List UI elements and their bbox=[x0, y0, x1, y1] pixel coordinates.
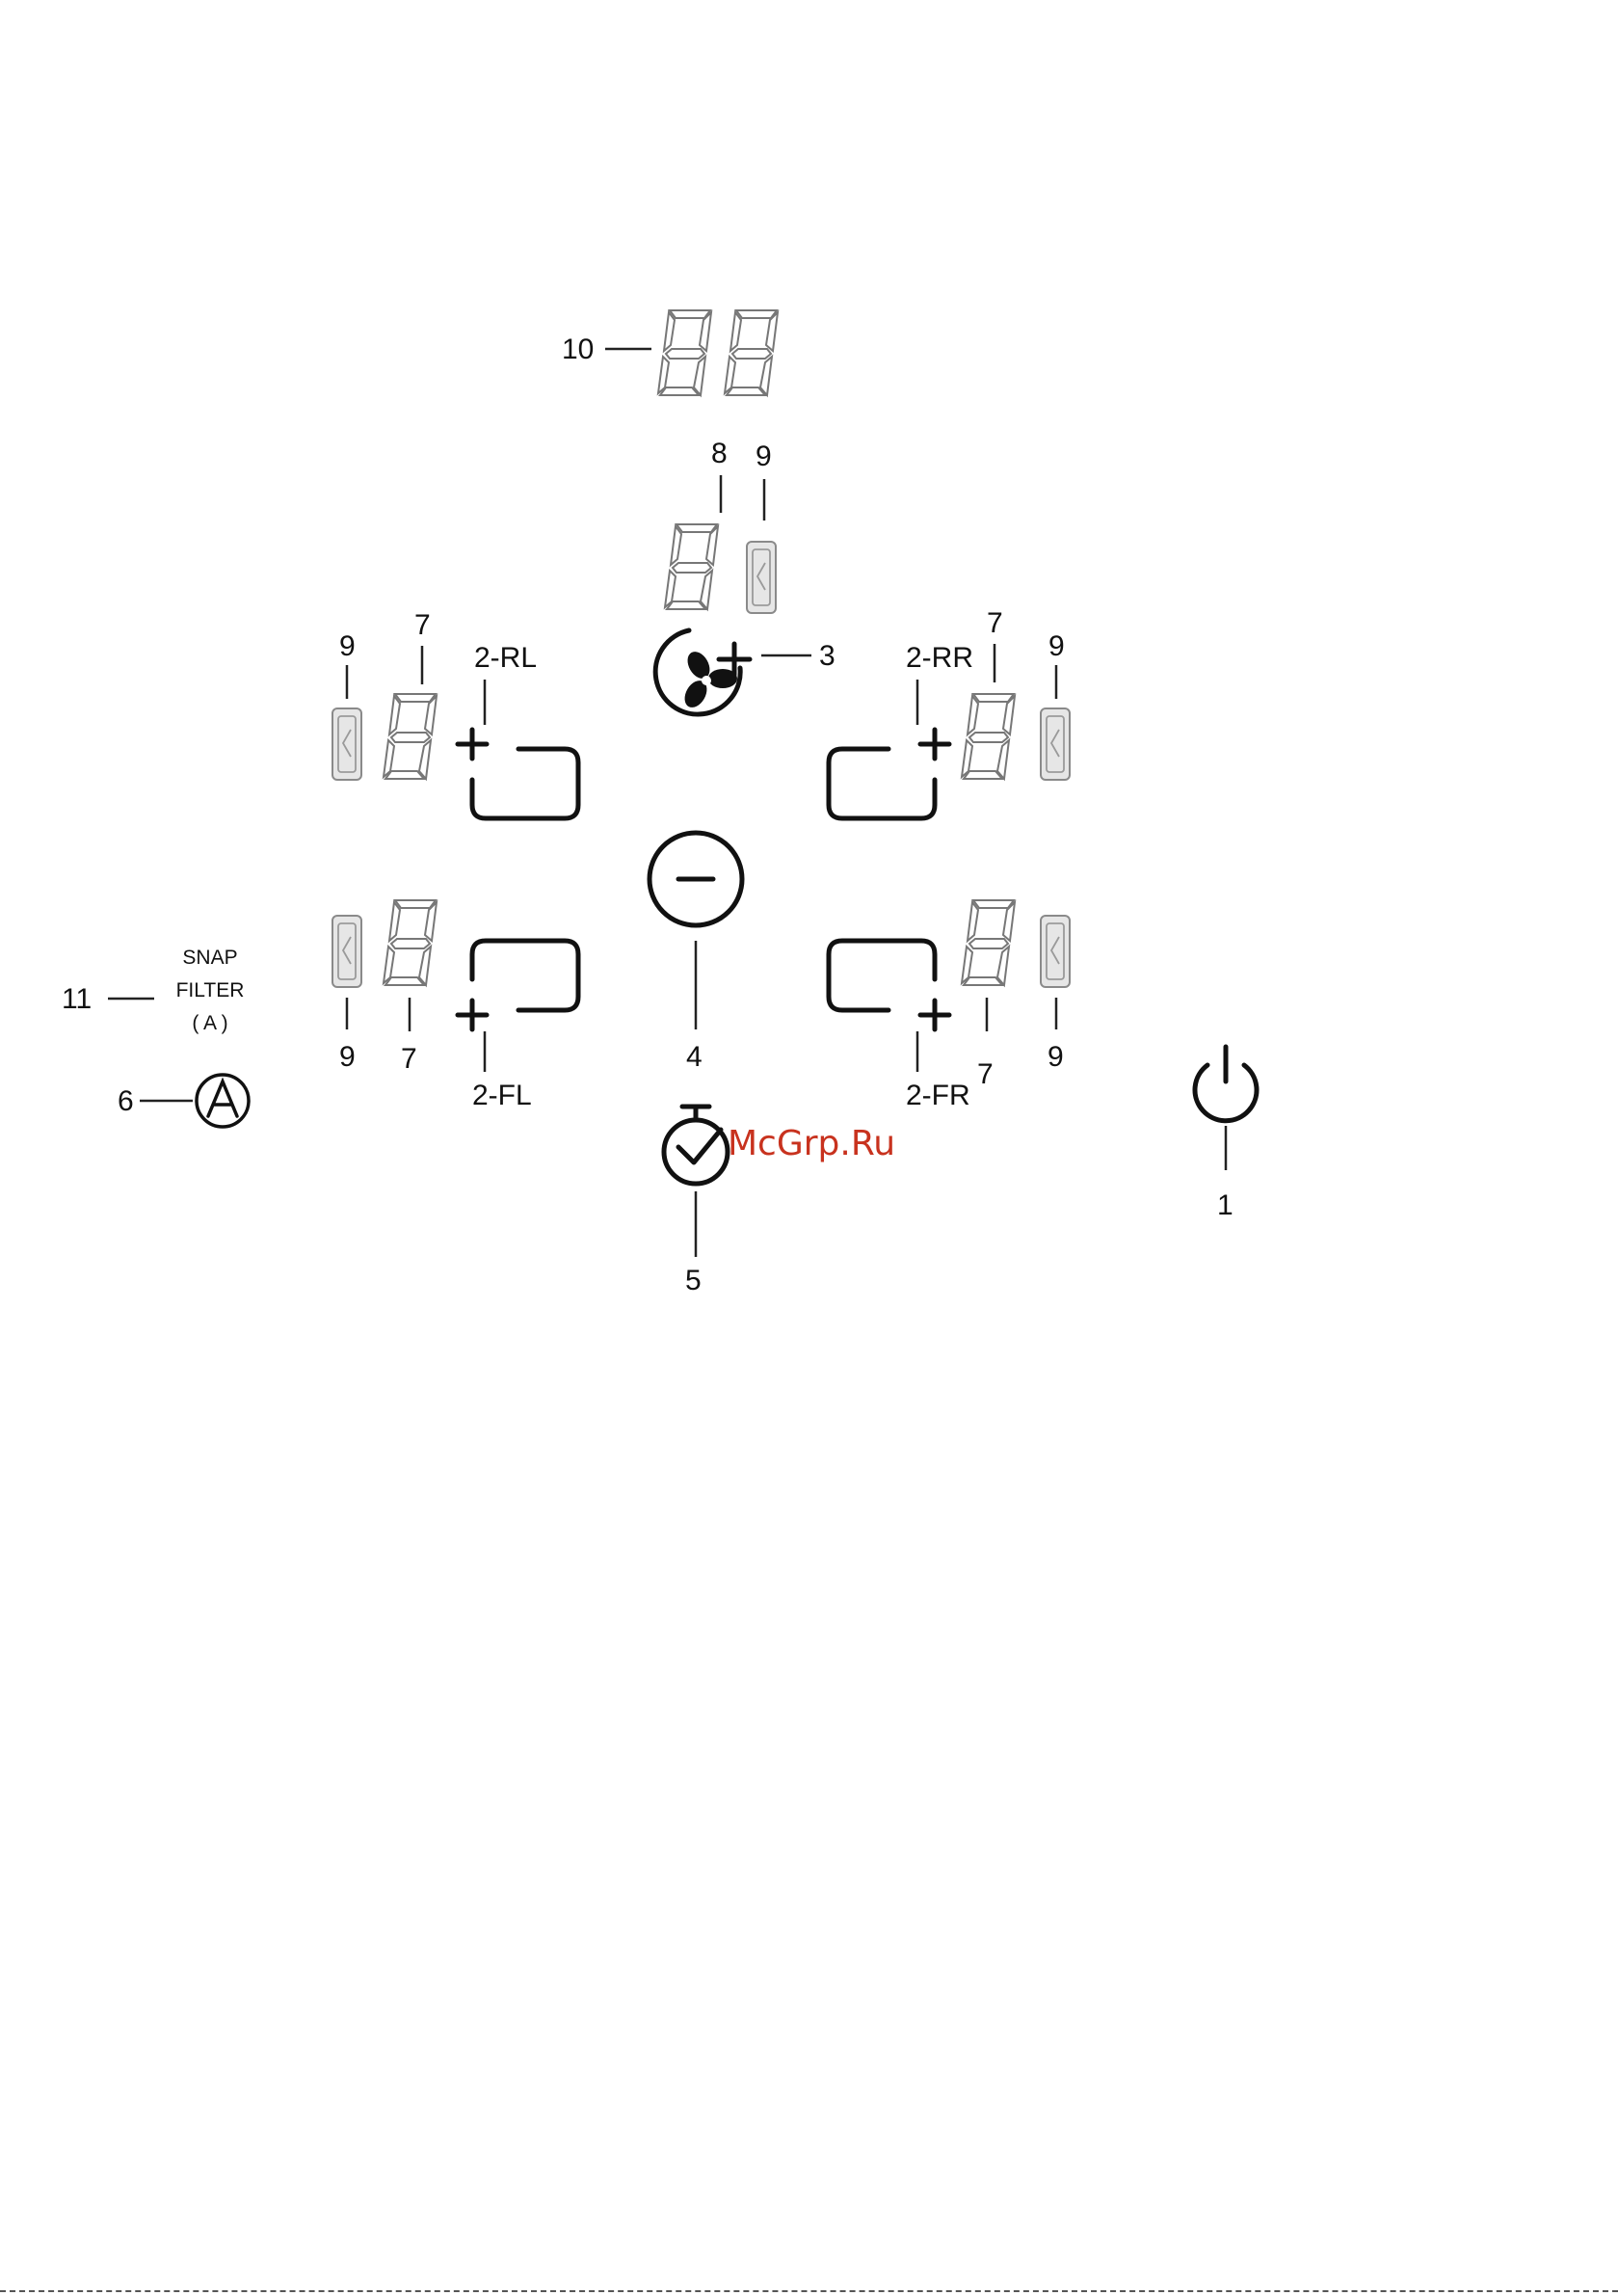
seven-segment-digit-icon bbox=[962, 694, 1015, 779]
callout-7: 7 bbox=[987, 607, 1003, 639]
seven-segment-digit-icon bbox=[962, 900, 1015, 985]
zone-rear-right: 2-RR 7 9 bbox=[829, 607, 1070, 818]
zone-key-front-right[interactable] bbox=[829, 941, 949, 1029]
residual-heat-icon bbox=[1041, 708, 1070, 780]
seven-segment-digit-icon bbox=[658, 310, 711, 395]
residual-heat-icon bbox=[1041, 916, 1070, 987]
zone-front-right: 2-FR 7 9 bbox=[829, 900, 1070, 1111]
seven-segment-digit-icon bbox=[384, 694, 437, 779]
residual-heat-icon bbox=[747, 542, 776, 613]
zone-label-fl: 2-FL bbox=[472, 1080, 532, 1111]
power-key[interactable] bbox=[1195, 1047, 1257, 1121]
timer-check bbox=[678, 1130, 721, 1162]
zone-key-rear-left[interactable] bbox=[458, 730, 578, 818]
callout-1: 1 bbox=[1217, 1189, 1233, 1221]
fan-plus-key[interactable] bbox=[655, 630, 750, 714]
watermark: McGrp.Ru bbox=[728, 1124, 895, 1163]
residual-heat-icon bbox=[332, 916, 361, 987]
callout-7: 7 bbox=[977, 1058, 994, 1090]
callout-3: 3 bbox=[819, 640, 836, 672]
callout-9: 9 bbox=[1048, 1041, 1064, 1073]
page-bottom-rule bbox=[0, 2290, 1618, 2292]
residual-heat-icon bbox=[332, 708, 361, 780]
snap-filter-line3: ( A ) bbox=[192, 1012, 227, 1034]
callout-7: 7 bbox=[401, 1043, 417, 1075]
zone-rear-left: 9 7 2-RL bbox=[332, 609, 578, 818]
zone-front-left: 9 7 2-FL bbox=[332, 900, 578, 1111]
callout-9: 9 bbox=[756, 441, 772, 472]
callout-11: 11 bbox=[62, 983, 92, 1015]
seven-segment-digit-icon bbox=[384, 900, 437, 985]
zone-label-fr: 2-FR bbox=[906, 1080, 970, 1111]
zone-label-rl: 2-RL bbox=[474, 642, 537, 674]
snap-filter-line1: SNAP bbox=[182, 947, 237, 969]
callout-9: 9 bbox=[339, 630, 356, 662]
auto-key[interactable]: 6 bbox=[118, 1075, 249, 1127]
zone-key-rear-right[interactable] bbox=[829, 730, 949, 818]
snap-filter-line2: FILTER bbox=[176, 979, 245, 1001]
callout-5: 5 bbox=[685, 1265, 702, 1296]
main-display-group: 10 bbox=[562, 310, 778, 395]
seven-segment-digit-icon bbox=[665, 524, 718, 609]
auto-a-letter bbox=[208, 1081, 237, 1116]
callout-10: 10 bbox=[562, 334, 594, 365]
snap-filter-indicator: 11 SNAP FILTER ( A ) bbox=[62, 947, 244, 1034]
callout-6: 6 bbox=[118, 1085, 134, 1117]
zone-key-front-left[interactable] bbox=[458, 941, 578, 1029]
timer-key[interactable] bbox=[664, 1107, 728, 1184]
callout-9: 9 bbox=[1048, 630, 1065, 662]
callout-4: 4 bbox=[686, 1041, 703, 1073]
minus-key[interactable] bbox=[650, 833, 742, 925]
callout-9: 9 bbox=[339, 1041, 356, 1073]
fan-display-group: 8 9 bbox=[665, 438, 776, 613]
seven-segment-digit-icon bbox=[725, 310, 778, 395]
callout-7: 7 bbox=[414, 609, 431, 641]
zone-label-rr: 2-RR bbox=[906, 642, 973, 674]
callout-8: 8 bbox=[711, 438, 728, 469]
